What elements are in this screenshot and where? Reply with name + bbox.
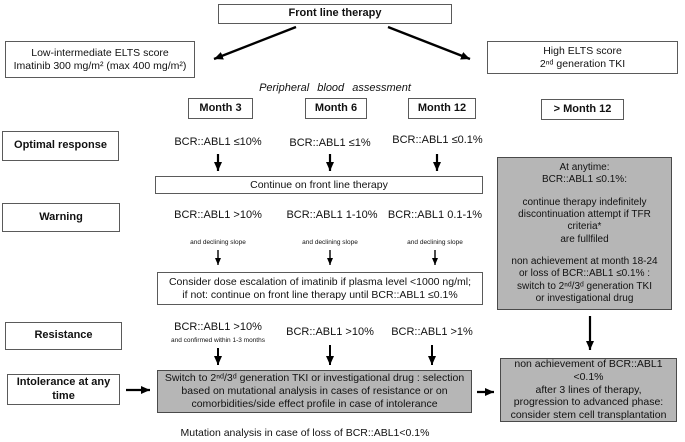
warning-label: Warning — [39, 210, 83, 223]
intolerance-label: Intolerance at any time — [16, 376, 111, 402]
peripheral-blood-assessment-label: Peripheral blood assessment — [259, 82, 411, 95]
arrow-frontline-to-left-branch — [213, 25, 297, 61]
front-line-therapy-label: Front line therapy — [288, 7, 382, 20]
transplant-line2: after 3 lines of therapy, — [535, 383, 642, 396]
consider-line2: if not: continue on front line therapy u… — [182, 288, 458, 301]
resistance-value-month6: BCR::ABL1 >10% — [286, 326, 374, 339]
anytime-p2-line1: continue therapy indefinitely — [522, 196, 647, 208]
consider-dose-escalation-box: Consider dose escalation of imatinib if … — [157, 272, 483, 305]
anytime-p3-line4: or investigational drug — [535, 292, 634, 304]
at-anytime-gray-box: At anytime: BCR::ABL1 ≤0.1%: continue th… — [497, 157, 672, 310]
switch-line1: Switch to 2ⁿᵈ/3ᵈ generation TKI or inves… — [164, 372, 465, 385]
high-elts-branch-box: High ELTS score 2ⁿᵈ generation TKI — [487, 41, 678, 74]
timepoint-month-6: Month 6 — [305, 98, 367, 119]
mutation-analysis-footnote: Mutation analysis in case of loss of BCR… — [180, 426, 430, 439]
stem-cell-transplant-gray-box: non achievement of BCR::ABL1 <0.1% after… — [500, 358, 677, 422]
anytime-p3-line1: non achievement at month 18-24 — [511, 256, 658, 268]
declining-slope-note-month6: and declining slope — [302, 238, 358, 246]
row-label-intolerance: Intolerance at any time — [7, 374, 120, 405]
optimal-value-month12: BCR::ABL1 ≤0.1% — [392, 134, 483, 147]
low-elts-line2: Imatinib 300 mg/m² (max 400 mg/m²) — [13, 59, 187, 72]
resistance-label: Resistance — [34, 329, 93, 342]
anytime-p2-line2: discontinuation attempt if TFR criteria* — [518, 209, 651, 233]
continue-front-line-label: Continue on front line therapy — [250, 178, 388, 191]
front-line-therapy-box: Front line therapy — [218, 4, 452, 24]
optimal-value-month3: BCR::ABL1 ≤10% — [174, 136, 262, 149]
consider-line1: Consider dose escalation of imatinib if … — [168, 275, 472, 288]
optimal-value-month6: BCR::ABL1 ≤1% — [289, 137, 371, 150]
switch-tki-gray-box: Switch to 2ⁿᵈ/3ᵈ generation TKI or inves… — [157, 370, 472, 413]
timepoint-month-12: Month 12 — [408, 98, 476, 119]
declining-slope-note-month12: and declining slope — [407, 238, 463, 246]
warning-value-month12: BCR::ABL1 0.1-1% — [387, 209, 483, 222]
warning-value-month6: BCR::ABL1 1-10% — [286, 209, 378, 222]
anytime-p1-line1: At anytime: — [559, 162, 610, 173]
confirmed-note-month3: and confirmed within 1-3 months — [171, 336, 265, 344]
row-label-optimal-response: Optimal response — [2, 131, 119, 161]
timepoint-after-month-12: > Month 12 — [541, 99, 624, 120]
switch-line2: based on mutational analysis in cases of… — [181, 385, 448, 398]
transplant-line3: progression to advanced phase: — [513, 396, 664, 409]
row-label-warning: Warning — [2, 203, 120, 232]
low-elts-line1: Low-intermediate ELTS score — [31, 46, 169, 59]
transplant-line4: consider stem cell transplantation — [510, 409, 667, 422]
high-elts-line1: High ELTS score — [543, 44, 622, 57]
resistance-value-month3: BCR::ABL1 >10% — [174, 321, 262, 334]
optimal-response-label: Optimal response — [14, 139, 107, 152]
anytime-p3-line2: or loss of BCR::ABL1 ≤0.1% : — [518, 268, 651, 280]
warning-value-month3: BCR::ABL1 >10% — [174, 209, 262, 222]
anytime-p1-line2: BCR::ABL1 ≤0.1%: — [542, 174, 627, 186]
anytime-p3-line3: switch to 2ⁿᵈ/3ᵈ generation TKI — [517, 280, 652, 292]
transplant-line1: non achievement of BCR::ABL1 <0.1% — [514, 358, 663, 383]
declining-slope-note-month3: and declining slope — [190, 238, 246, 246]
resistance-value-month12: BCR::ABL1 >1% — [391, 326, 473, 339]
arrow-frontline-to-right-branch — [387, 25, 471, 61]
timepoint-month-3: Month 3 — [188, 98, 253, 119]
high-elts-line2: 2ⁿᵈ generation TKI — [539, 57, 626, 70]
row-label-resistance: Resistance — [5, 322, 122, 350]
low-elts-branch-box: Low-intermediate ELTS score Imatinib 300… — [5, 41, 195, 78]
switch-line3: comorbidities/side effect profile in cas… — [191, 397, 438, 410]
continue-front-line-bar: Continue on front line therapy — [155, 176, 483, 194]
anytime-p2-line3: are fullfiled — [560, 233, 609, 245]
